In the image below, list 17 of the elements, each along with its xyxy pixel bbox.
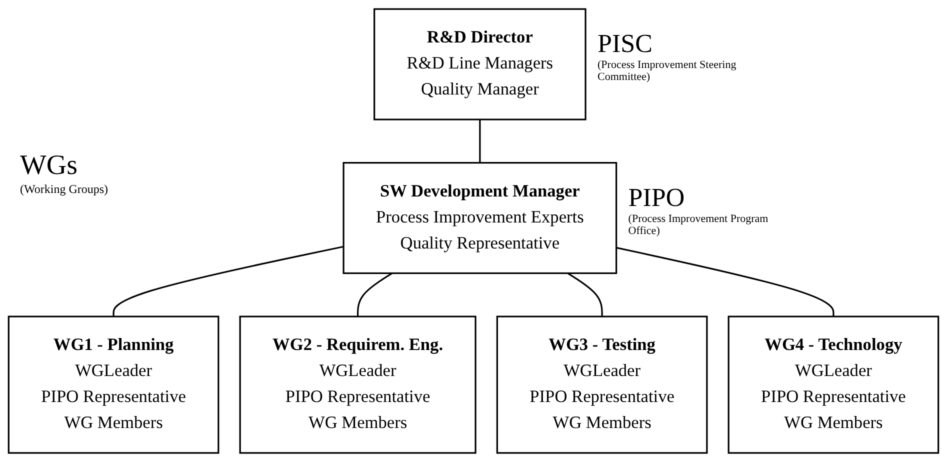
connector bbox=[479, 120, 481, 163]
node-box: WG1 - Planning WGLeader PIPO Representative WG Members bbox=[8, 316, 220, 454]
connector bbox=[567, 272, 603, 317]
committee-acronym: PISC bbox=[598, 29, 654, 60]
connector bbox=[356, 272, 393, 317]
node-box: R&D Director R&D Line Managers Quality Manager bbox=[374, 8, 586, 120]
connector bbox=[616, 246, 834, 317]
group-label: WGs bbox=[20, 150, 79, 182]
committee-name: (Process Improvement Program Office) bbox=[628, 212, 770, 237]
committee-name: (Process Improvement Steering Committee) bbox=[598, 59, 738, 84]
group-caption: (Working Groups) bbox=[20, 182, 108, 197]
connector bbox=[112, 246, 344, 317]
node-box: WG2 - Requirem. Eng. WGLeader PIPO Representative WG Members bbox=[239, 316, 476, 454]
node-box: WG4 - Technology WGLeader PIPO Representative WG Members bbox=[728, 316, 940, 454]
node-box: SW Development Manager Process Improvement Experts Quality Representative bbox=[342, 162, 618, 274]
committee-acronym: PIPO bbox=[628, 182, 686, 213]
node-box: WG3 - Testing WGLeader PIPO Representative WG Members bbox=[496, 316, 708, 454]
